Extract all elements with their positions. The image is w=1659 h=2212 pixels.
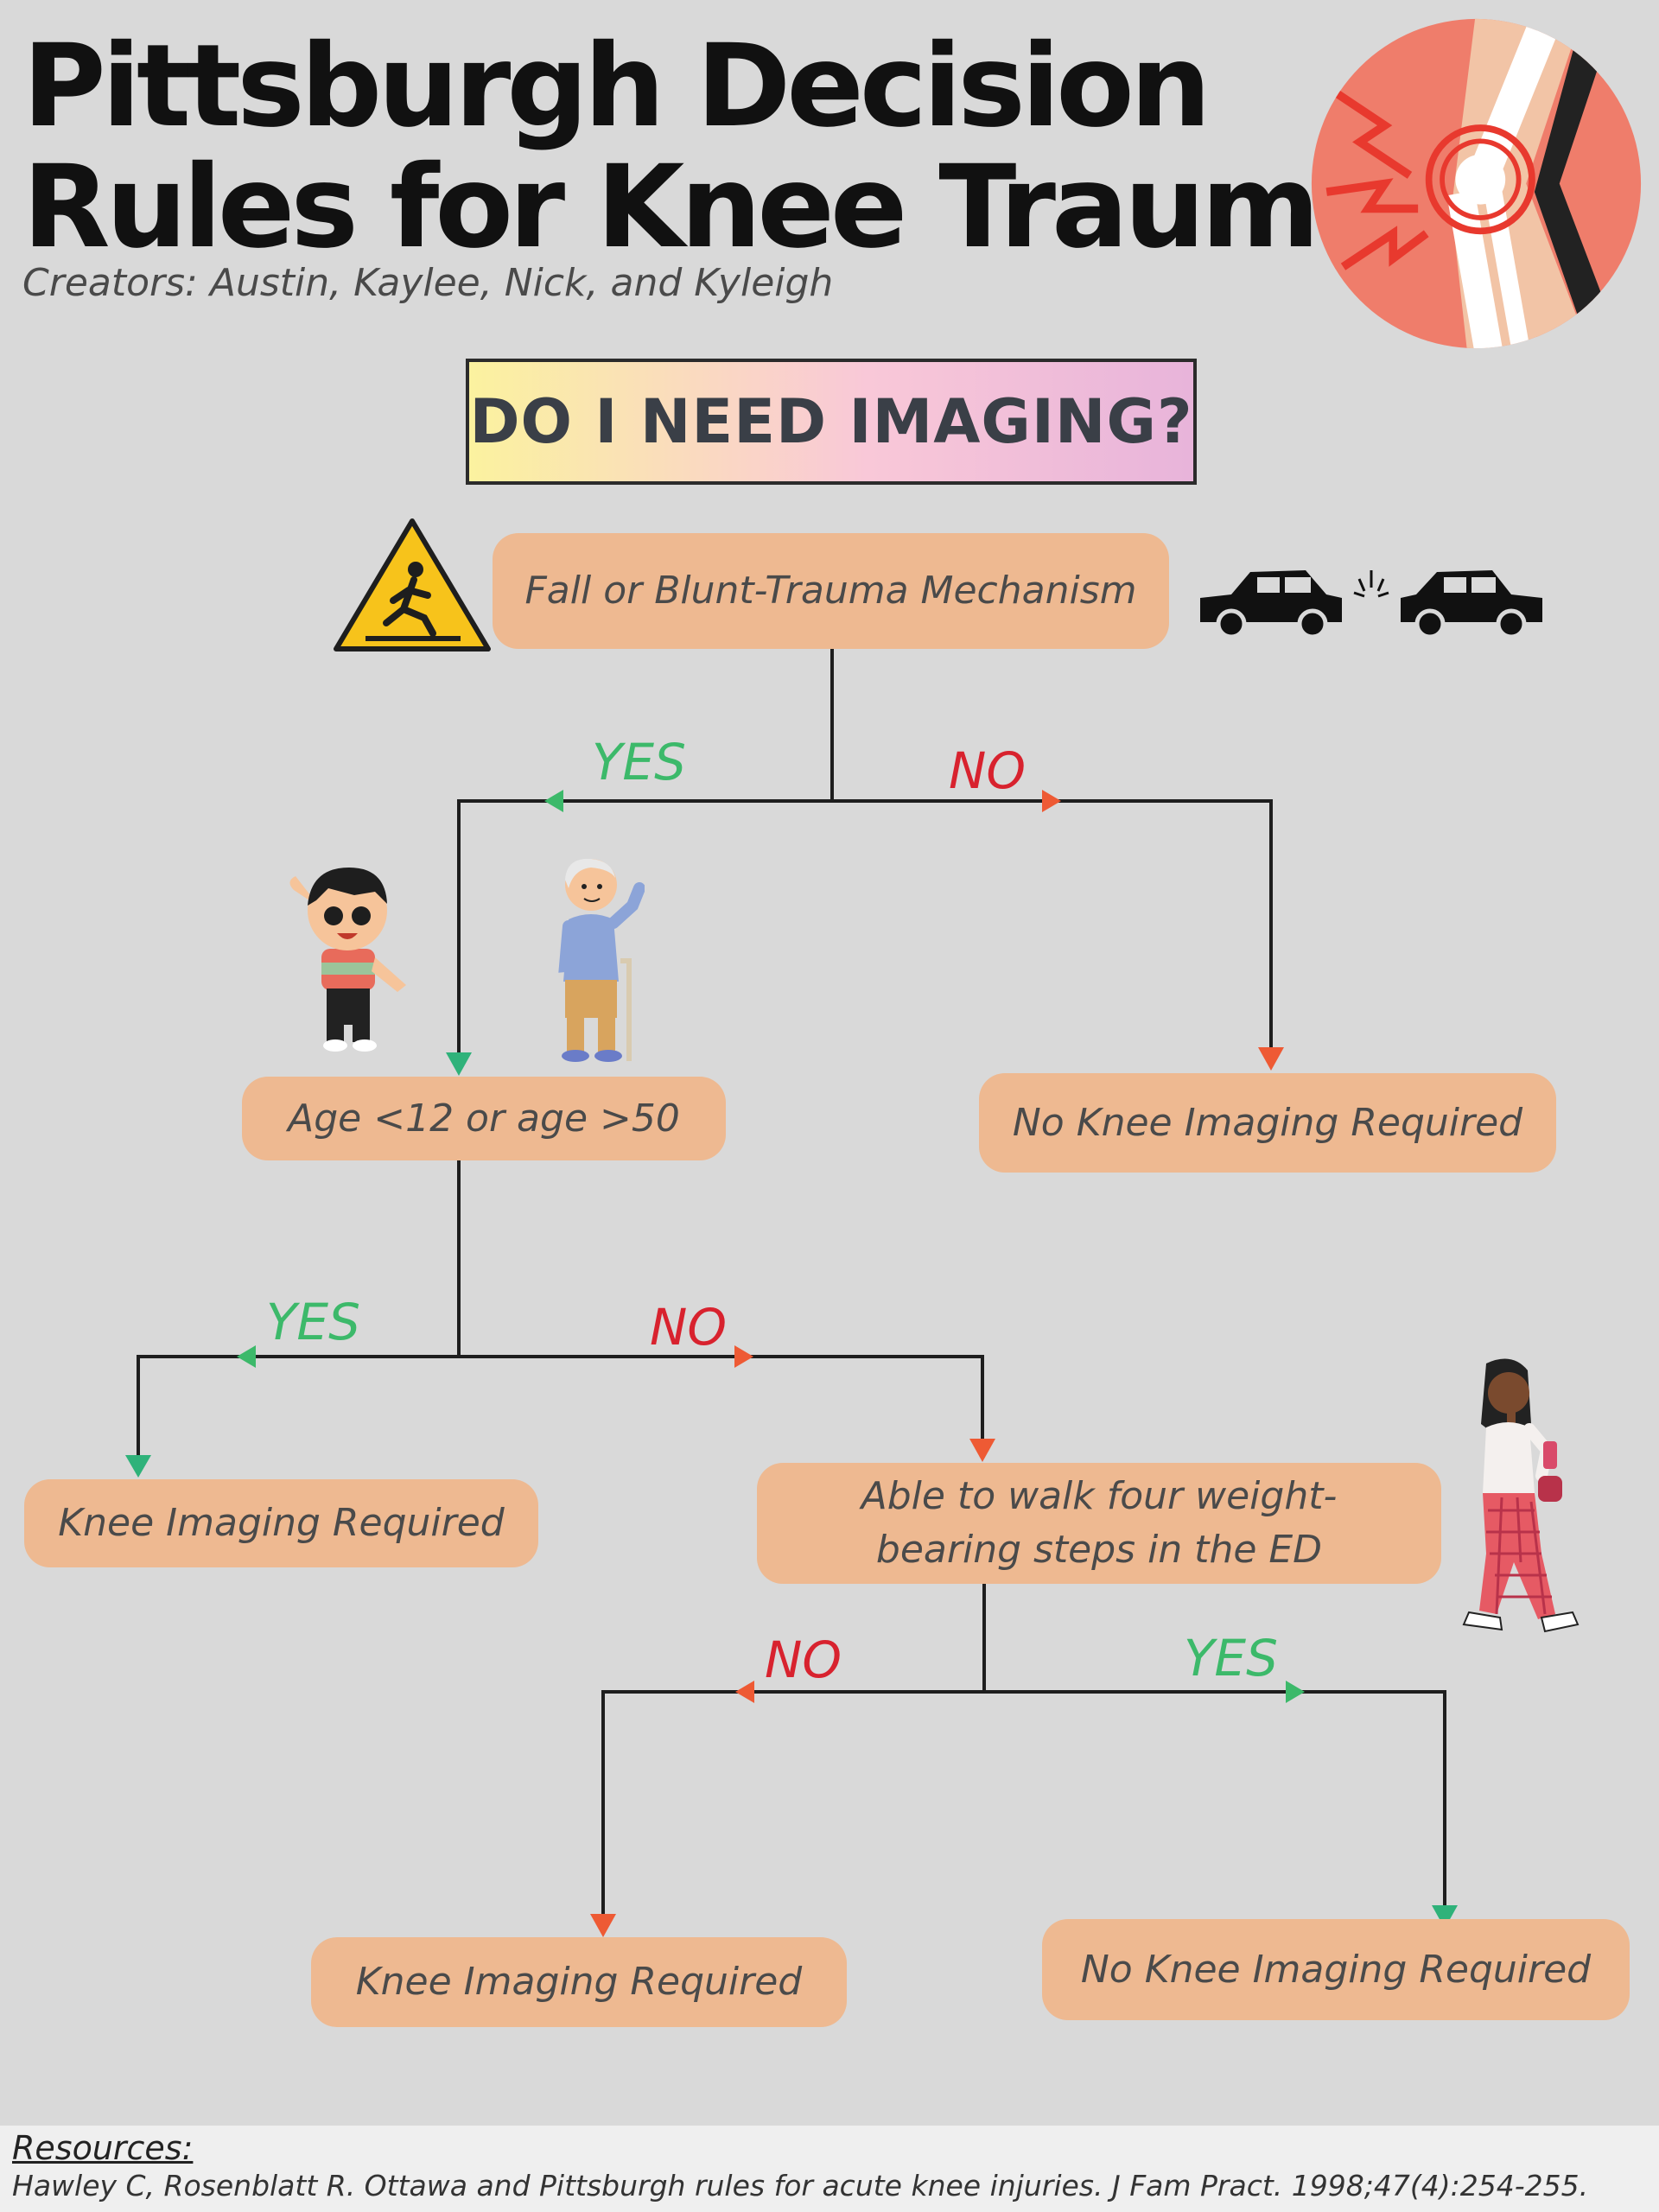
arrowhead-yes-1 (544, 790, 563, 812)
label-no-2: NO (650, 1298, 728, 1357)
car-collision-icon (1200, 570, 1542, 639)
connector-mechanism-yes (457, 799, 832, 1071)
arrowhead-down-imaging-2 (590, 1914, 616, 1937)
imaging-question-box: DO I NEED IMAGING? (466, 359, 1197, 485)
resources-footer (0, 2126, 1659, 2212)
arrowhead-yes-3 (1286, 1681, 1305, 1703)
title-line-2: Rules for Knee Trauma (22, 141, 1393, 274)
node-no-knee-imaging-1: No Knee Imaging Required (979, 1073, 1556, 1173)
arrowhead-no-1 (1042, 790, 1061, 812)
node-knee-imaging-1: Knee Imaging Required (24, 1479, 538, 1567)
creators-text: Creators: Austin, Kaylee, Nick, and Kyle… (22, 261, 834, 305)
node-fall-mechanism: Fall or Blunt-Trauma Mechanism (493, 533, 1169, 649)
page-title: Pittsburgh Decision Rules for Knee Traum… (22, 26, 1393, 268)
node-no-knee-imaging-2: No Knee Imaging Required (1042, 1919, 1630, 2020)
label-no-3: NO (765, 1630, 842, 1689)
knee-joint-pain-icon (1311, 18, 1642, 349)
connector-age-no (459, 1355, 984, 1452)
node-knee-imaging-2: Knee Imaging Required (311, 1937, 847, 2027)
arrowhead-no-2 (734, 1345, 753, 1368)
arrowhead-down-age (446, 1052, 472, 1076)
label-yes-2: YES (266, 1293, 360, 1351)
arrowhead-down-no-imaging-1 (1258, 1047, 1284, 1071)
connector-walk-no (601, 1690, 984, 1918)
connector-walk-yes (984, 1690, 1446, 1911)
node-walk-four-steps: Able to walk four weight- bearing steps … (757, 1463, 1441, 1584)
walking-woman-icon (1462, 1358, 1580, 1633)
label-yes-3: YES (1184, 1629, 1278, 1688)
arrowhead-yes-2 (237, 1345, 256, 1368)
elderly-man-icon (558, 858, 645, 1062)
child-icon (289, 868, 406, 1052)
walk-line-1: Able to walk four weight- (861, 1474, 1338, 1518)
title-line-1: Pittsburgh Decision (22, 20, 1211, 153)
node-age-criteria: Age <12 or age >50 (242, 1077, 726, 1160)
wet-floor-warning-icon (334, 518, 491, 652)
connector-age-yes (137, 1355, 459, 1460)
resources-heading: Resources: (12, 2129, 194, 2167)
walk-line-2: bearing steps in the ED (875, 1528, 1323, 1572)
arrowhead-down-walk (969, 1439, 995, 1462)
label-yes-1: YES (592, 733, 686, 791)
arrowhead-down-imaging-1 (125, 1455, 151, 1478)
arrowhead-no-3 (735, 1681, 754, 1703)
connector-mechanism-no (832, 799, 1273, 1065)
arrowhead-down-no-imaging-2 (1432, 1905, 1458, 1929)
resources-citation: Hawley C, Rosenblatt R. Ottawa and Pitts… (12, 2169, 1589, 2202)
label-no-1: NO (949, 741, 1027, 800)
